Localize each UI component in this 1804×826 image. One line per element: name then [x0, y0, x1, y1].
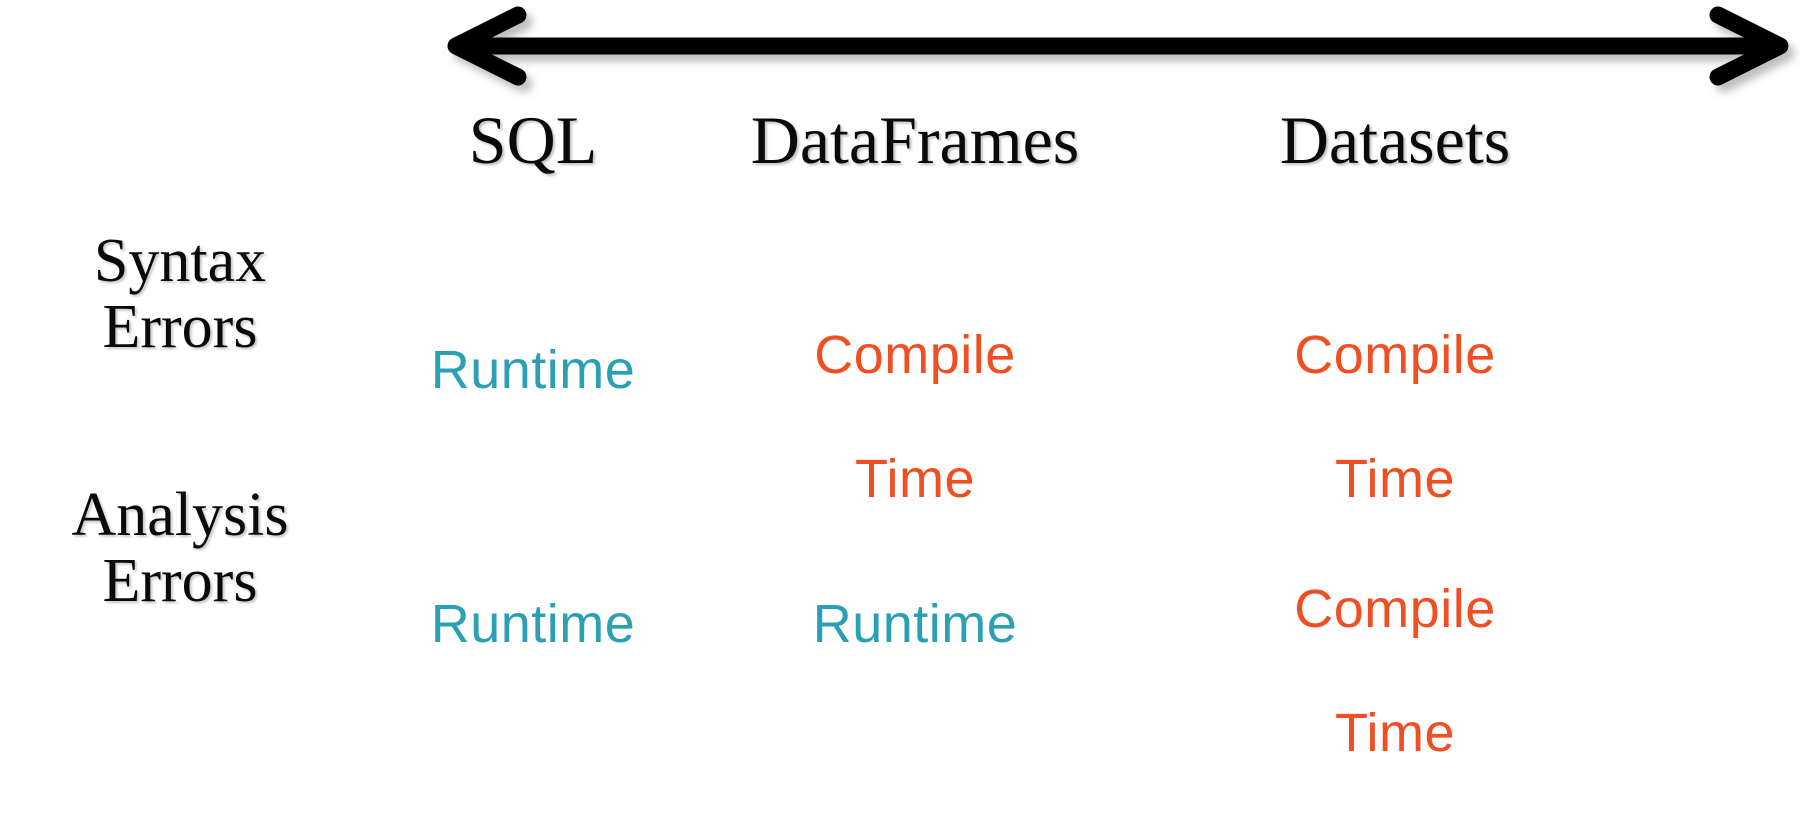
row-label-syntax-errors-line1: Syntax	[93, 227, 267, 295]
double-headed-arrow	[432, 6, 1804, 86]
cell-syntax-sql-value: Runtime	[430, 340, 636, 400]
cell-analysis-datasets: Compile Time	[1215, 516, 1575, 826]
slide-canvas: SQL DataFrames Datasets Syntax Errors Ru…	[0, 6, 1804, 763]
row-label-syntax-errors: Syntax Errors	[0, 228, 360, 360]
row-label-analysis-errors-line2: Errors	[102, 547, 258, 615]
column-header-sql: SQL	[468, 102, 598, 178]
cell-syntax-datasets-line2: Time	[1335, 449, 1455, 509]
cell-syntax-sql: Runtime	[373, 277, 693, 463]
double-headed-arrow-icon	[447, 6, 1789, 86]
cell-analysis-datasets-line1: Compile	[1294, 579, 1496, 639]
cell-syntax-datasets: Compile Time	[1215, 262, 1575, 572]
cell-syntax-dataframes: Compile Time	[735, 262, 1095, 572]
column-header-datasets: Datasets	[1279, 102, 1511, 178]
column-header-dataframes: DataFrames	[750, 102, 1080, 178]
row-label-analysis-errors-line1: Analysis	[71, 481, 289, 549]
cell-analysis-dataframes-value: Runtime	[812, 594, 1018, 654]
row-label-syntax-errors-line2: Errors	[102, 293, 258, 361]
cell-analysis-datasets-line2: Time	[1335, 703, 1455, 763]
cell-analysis-sql-value: Runtime	[430, 594, 636, 654]
cell-analysis-sql: Runtime	[373, 531, 693, 717]
row-label-analysis-errors: Analysis Errors	[0, 482, 360, 614]
cell-analysis-dataframes: Runtime	[735, 531, 1095, 717]
cell-syntax-datasets-line1: Compile	[1294, 325, 1496, 385]
cell-syntax-dataframes-line1: Compile	[814, 325, 1016, 385]
cell-syntax-dataframes-line2: Time	[855, 449, 975, 509]
